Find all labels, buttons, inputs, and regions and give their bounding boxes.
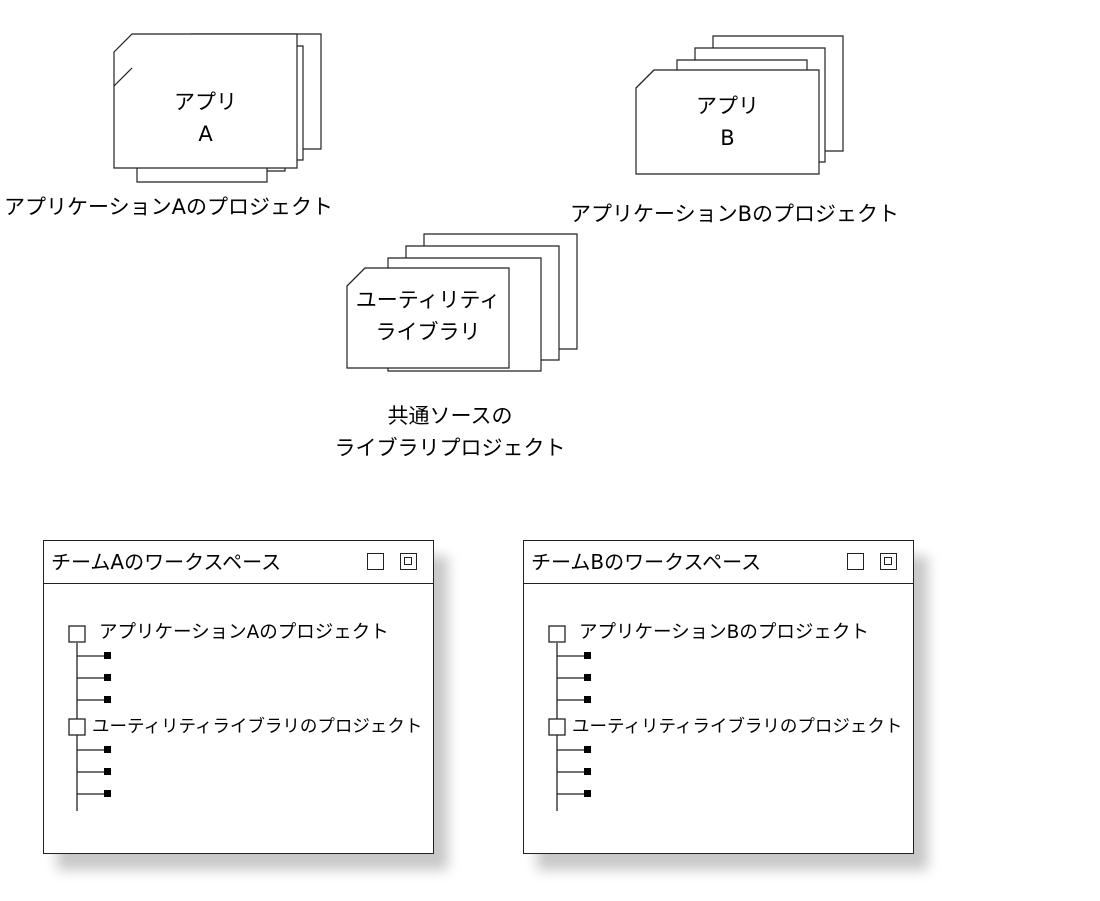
minimize-button[interactable] bbox=[367, 553, 384, 570]
minimize-button[interactable] bbox=[847, 553, 864, 570]
tree-item-project-app[interactable]: アプリケーションAのプロジェクト bbox=[99, 622, 389, 643]
workspace-window-team-a: チームAのワークスペース bbox=[43, 540, 434, 854]
workspace-title-bar: チームAのワークスペース bbox=[44, 541, 433, 584]
workspace-tree: アプリケーションAのプロジェクト ユーティリティライブラリのプロジェクト bbox=[44, 585, 433, 845]
doc-label-line-2: A bbox=[198, 122, 213, 146]
doc-stack-app-b: アプリ B bbox=[635, 34, 896, 184]
doc-stack-utility: ユーティリティ ライブラリ bbox=[346, 232, 607, 382]
caption-utility-line-2: ライブラリプロジェクト bbox=[334, 436, 566, 460]
doc-stack-app-a-pages bbox=[113, 33, 322, 183]
workspace-tree: アプリケーションBのプロジェクト ユーティリティライブラリのプロジェクト bbox=[524, 585, 913, 845]
doc-label-line-1: ユーティリティ bbox=[355, 288, 501, 312]
doc-stack-app-a: アプリ A bbox=[113, 32, 374, 183]
doc-label-utility: ユーティリティ ライブラリ bbox=[347, 276, 509, 356]
tree-item-project-utility[interactable]: ユーティリティライブラリのプロジェクト bbox=[572, 717, 903, 737]
caption-app-a: アプリケーションAのプロジェクト bbox=[4, 195, 333, 219]
doc-label-app-b: アプリ B bbox=[636, 72, 819, 172]
tree-item-project-utility[interactable]: ユーティリティライブラリのプロジェクト bbox=[92, 717, 423, 737]
doc-stack-app-b-pages bbox=[635, 35, 844, 175]
caption-app-b: アプリケーションBのプロジェクト bbox=[570, 202, 899, 226]
doc-stack-utility-pages bbox=[346, 233, 578, 372]
caption-utility: 共通ソースの ライブラリプロジェクト bbox=[305, 400, 595, 464]
workspace-title-bar: チームBのワークスペース bbox=[524, 541, 913, 584]
maximize-button[interactable] bbox=[880, 553, 897, 570]
doc-label-line-2: B bbox=[720, 126, 735, 150]
workspace-window-team-b: チームBのワークスペース bbox=[523, 540, 914, 854]
doc-label-line-1: アプリ bbox=[174, 90, 237, 114]
doc-label-line-2: ライブラリ bbox=[375, 320, 481, 344]
maximize-button[interactable] bbox=[400, 553, 417, 570]
workspace-title: チームAのワークスペース bbox=[51, 550, 282, 574]
tree-item-project-app[interactable]: アプリケーションBのプロジェクト bbox=[579, 622, 869, 643]
tree-lines bbox=[548, 625, 591, 811]
tree-lines bbox=[68, 625, 111, 811]
doc-label-app-a: アプリ A bbox=[114, 68, 297, 168]
caption-utility-line-1: 共通ソースの bbox=[387, 404, 513, 428]
doc-label-line-1: アプリ bbox=[696, 94, 759, 118]
workspace-title: チームBのワークスペース bbox=[531, 550, 762, 574]
